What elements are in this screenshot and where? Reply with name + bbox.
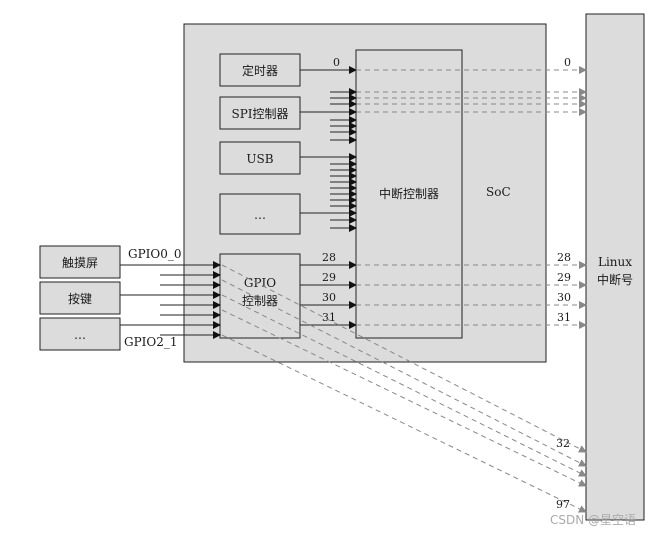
timer-irq-in-number: 0 [333,56,340,69]
usb-box [219,141,301,175]
gpio-controller-label-1: GPIO [244,276,276,290]
irq-32-label: 32 [556,437,570,450]
irq-30-out: 30 [557,291,571,304]
irq-97-label: 97 [556,498,570,511]
gpio-controller-label-2: 控制器 [242,294,278,308]
irq-29-out: 29 [557,271,571,284]
irq-29-in: 29 [322,271,336,284]
irq-31-out: 31 [557,311,571,324]
peripheral-irq-routes [356,88,587,116]
other-device-box [39,317,121,351]
irq-28-in: 28 [322,251,336,264]
timer-label: 定时器 [242,63,278,78]
gpio-input-lines [120,261,221,339]
other-peripheral-label: … [254,208,266,222]
irq-31-in: 31 [322,311,336,324]
usb-label: USB [246,152,273,166]
linux-irq-box [585,13,645,521]
other-device-label: … [74,328,86,342]
interrupt-controller-box [355,49,463,339]
linux-label: Linux [598,255,632,269]
gpio-last-label: GPIO2_1 [124,335,178,349]
key-label: 按键 [68,292,92,306]
key-box [39,281,121,315]
touchscreen-label: 触摸屏 [62,256,98,270]
peripheral-irq-lines [300,88,357,232]
gpio-pin-irq-routes [221,264,587,513]
linux-irq-label: 中断号 [597,272,633,287]
gpio-irq-lines [300,261,587,329]
touchscreen-box [39,245,121,279]
timer-irq-out-number: 0 [564,56,571,69]
irq-30-in: 30 [322,291,336,304]
soc-label: SoC [486,185,511,199]
interrupt-controller-label: 中断控制器 [379,186,439,201]
watermark: CSDN @星空语 [550,513,636,527]
spi-controller-box [219,96,301,130]
other-peripheral-box [219,193,301,235]
irq-28-out: 28 [557,251,571,264]
gpio-first-label: GPIO0_0 [128,247,182,261]
spi-controller-label: SPI控制器 [231,107,288,121]
